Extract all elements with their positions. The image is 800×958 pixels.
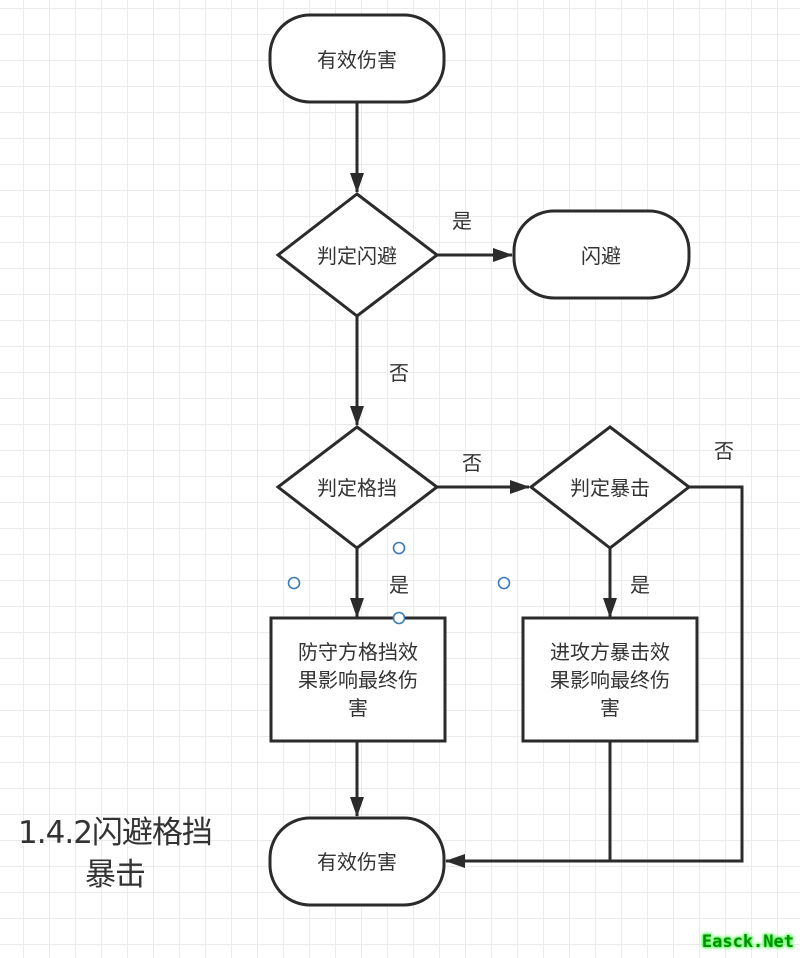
connection-handle-bottom[interactable] — [392, 611, 406, 625]
dodge-label: 闪避 — [581, 244, 621, 268]
crit-effect-label-line2: 果影响最终伤 — [550, 668, 670, 692]
block-decision[interactable] — [275, 425, 440, 550]
dodge-decision[interactable] — [275, 192, 440, 318]
crit-decision-label: 判定暴击 — [570, 476, 650, 500]
title-line-2: 暴击 — [85, 857, 146, 893]
edge-crit-no — [610, 485, 744, 863]
edge-label-crit-no: 否 — [714, 439, 734, 463]
dodge-terminal[interactable] — [512, 209, 691, 300]
crit-effect-label-line1: 进攻方暴击效 — [550, 640, 670, 664]
start-terminal[interactable] — [268, 13, 446, 104]
block-effect-label-line2: 果影响最终伤 — [298, 668, 418, 692]
connection-handle-top[interactable] — [392, 541, 406, 555]
edge-label-block-yes: 是 — [389, 573, 409, 597]
start-label: 有效伤害 — [317, 48, 397, 72]
crit-effect-label-line3: 害 — [600, 696, 620, 720]
title-line-1: 1.4.2闪避格挡 — [18, 815, 213, 851]
connection-handle-right[interactable] — [497, 576, 511, 590]
block-effect-label-line3: 害 — [348, 696, 368, 720]
block-decision-label: 判定格挡 — [317, 476, 397, 500]
crit-decision[interactable] — [528, 425, 692, 550]
end-label: 有效伤害 — [317, 850, 397, 874]
edge-label-block-no: 否 — [462, 451, 482, 475]
dodge-decision-label: 判定闪避 — [317, 244, 397, 268]
edge-label-crit-yes: 是 — [630, 573, 650, 597]
watermark: Easck.Net — [701, 932, 794, 952]
crit-effect-process[interactable] — [521, 616, 699, 743]
edge-label-dodge-yes: 是 — [452, 209, 472, 233]
end-terminal[interactable] — [268, 816, 446, 907]
diagram-title: 1.4.2闪避格挡 暴击 — [0, 812, 230, 896]
edge-label-dodge-no: 否 — [389, 361, 409, 385]
connection-handle-left[interactable] — [287, 576, 301, 590]
block-effect-label-line1: 防守方格挡效 — [298, 640, 418, 664]
block-effect-process[interactable] — [269, 616, 447, 743]
